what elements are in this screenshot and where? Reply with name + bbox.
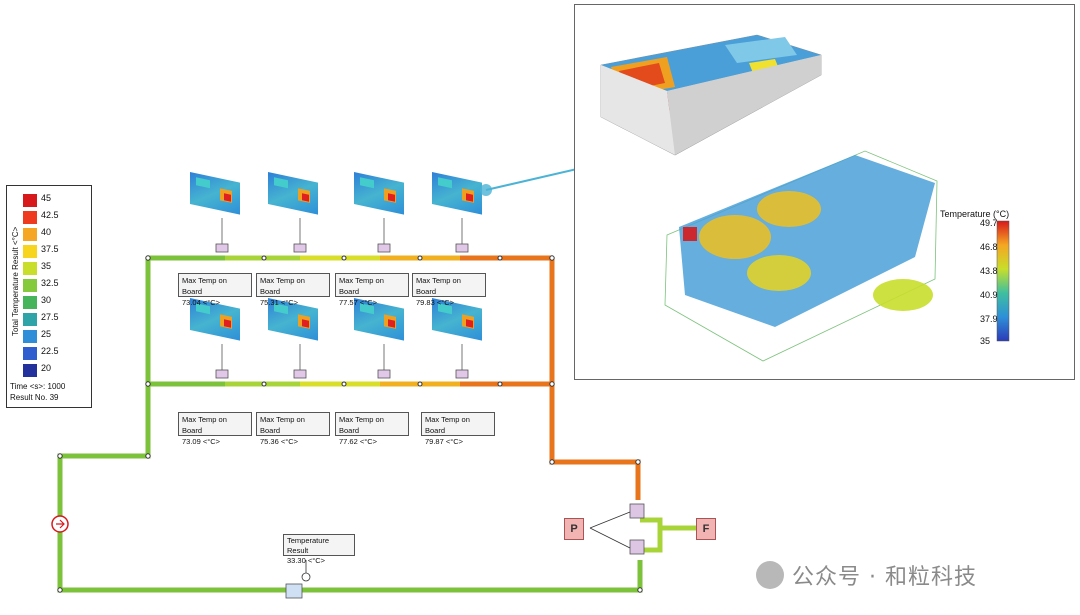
temperature-result-title: Temperature Result [287,536,330,555]
sensor-title: Max Temp on Board [260,276,305,296]
legend-value: 40 [41,227,52,237]
temperature-result-box[interactable]: Temperature Result 33.30 <°C> [283,534,355,565]
pipe-joints [57,255,643,593]
sensor-box-top-2[interactable]: Max Temp on Board 75.31 <°C> [256,273,330,307]
sensor-value: 77.57 <°C> [339,298,378,307]
legend-value: 25 [41,329,52,339]
inset-scale-tick: 37.9 [980,314,998,324]
sensor-box-bottom-4[interactable]: Max Temp on Board 79.87 <°C> [421,412,495,446]
inset-scale-tick: 40.9 [980,290,998,300]
sensor-title: Max Temp on Board [182,415,227,435]
sensor-value: 79.87 <°C> [425,437,464,446]
pressure-node[interactable]: P [564,518,584,540]
sensor-value: 79.83 <°C> [416,298,455,307]
enclosure-3d-model [600,34,822,156]
sensor-box-bottom-1[interactable]: Max Temp on Board 73.09 <°C> [178,412,252,446]
sensor-value: 75.36 <°C> [260,437,299,446]
inset-scale-bar [996,220,1010,342]
inset-scale-tick: 43.8 [980,266,998,276]
legend-value: 30 [41,295,52,305]
sensor-title: Max Temp on Board [260,415,305,435]
legend-title: Total Temperature Result <°C> [11,226,20,336]
inset-scale-title: Temperature (°C) [940,209,1010,219]
sensor-title: Max Temp on Board [182,276,227,296]
board-thumbnails-top [190,172,482,215]
legend-value: 42.5 [41,210,59,220]
sensor-box-top-3[interactable]: Max Temp on Board 77.57 <°C> [335,273,409,307]
sensor-title: Max Temp on Board [416,276,461,296]
legend-value: 20 [41,363,52,373]
board-thumbnails-bottom [190,298,482,341]
sensor-value: 77.62 <°C> [339,437,378,446]
legend-swatch [23,228,37,241]
legend-value: 22.5 [41,346,59,356]
legend-swatch [23,364,37,377]
legend-result-no: Result No. 39 [10,393,59,402]
reservoir-icon[interactable] [285,560,311,599]
legend-swatch [23,211,37,224]
watermark-text: 公众号 · 和粒科技 [792,565,977,590]
sensor-box-top-1[interactable]: Max Temp on Board 73.04 <°C> [178,273,252,307]
legend-value: 37.5 [41,244,59,254]
wechat-logo-icon [756,561,784,589]
sensor-title: Max Temp on Board [425,415,470,435]
legend-swatch [23,245,37,258]
legend-value: 27.5 [41,312,59,322]
sensor-title: Max Temp on Board [339,276,384,296]
sensor-title: Max Temp on Board [339,415,384,435]
legend-swatch [23,347,37,360]
legend-value: 45 [41,193,52,203]
inset-3d-view [574,4,1075,380]
inset-anchor[interactable] [480,184,492,196]
sensor-value: 73.09 <°C> [182,437,221,446]
sensor-box-bottom-3[interactable]: Max Temp on Board 77.62 <°C> [335,412,409,446]
pipe-hot-return [549,258,641,500]
sensor-box-top-4[interactable]: Max Temp on Board 79.83 <°C> [412,273,486,307]
inset-scale-tick: 35 [980,336,991,346]
pump-icon[interactable] [51,515,69,533]
legend-swatch [23,194,37,207]
sensor-box-bottom-2[interactable]: Max Temp on Board 75.36 <°C> [256,412,330,446]
legend-swatch [23,313,37,326]
sensor-value: 75.31 <°C> [260,298,299,307]
legend-value: 35 [41,261,52,271]
manifold-valves[interactable] [589,503,645,555]
legend-time: Time <s>: 1000 [10,382,66,391]
legend-swatch [23,296,37,309]
cold-plate-connectors [215,218,469,379]
temperature-legend: Total Temperature Result <°C> 45 42.5 40 37… [6,185,92,408]
temperature-result-value: 33.30 <°C> [287,556,326,565]
board-temperature-field [664,150,938,362]
legend-swatch [23,262,37,275]
legend-swatch [23,330,37,343]
legend-value: 32.5 [41,278,59,288]
legend-swatch [23,279,37,292]
inset-scale-tick: 49.7 [980,218,998,228]
flow-node[interactable]: F [696,518,716,540]
pipe-bottom-return [300,517,696,593]
inset-scale-tick: 46.8 [980,242,998,252]
watermark: 公众号 · 和粒科技 [756,560,977,590]
sensor-value: 73.04 <°C> [182,298,221,307]
